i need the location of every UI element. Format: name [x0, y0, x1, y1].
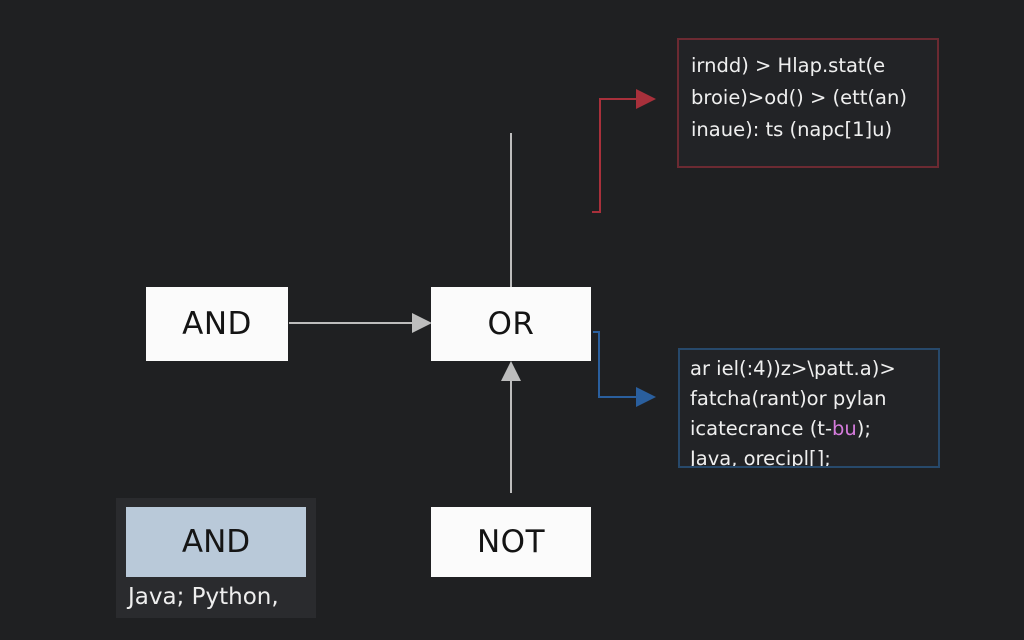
code-highlight: bu [831, 417, 857, 440]
code-line: ar iel(:4))z>\patt.a)> [690, 357, 896, 380]
legend-chip-label: AND [181, 524, 251, 560]
and-gate-node: AND [146, 287, 288, 361]
code-text: icatecrance (t- [690, 417, 832, 440]
code-line: Java, orecipl[]; [690, 447, 831, 468]
not-gate-node: NOT [431, 507, 591, 577]
code-line: inaue): ts (napc[1]u) [691, 118, 893, 141]
code-text: ); [856, 417, 871, 440]
code-line: fatcha(rant)or pylan [690, 387, 887, 410]
code-line: broie)>od() > (ett(an) [691, 86, 907, 109]
legend-caption: Java; Python, [128, 584, 279, 610]
code-snippet-bottom: ar iel(:4))z>\patt.a)> fatcha(rant)or py… [678, 348, 940, 468]
wire-blue-to-code-bottom [593, 331, 656, 407]
or-gate-label: OR [487, 306, 535, 342]
legend-panel: AND Java; Python, [116, 498, 316, 618]
legend-and-chip: AND [126, 507, 306, 577]
or-gate-node: OR [431, 287, 591, 361]
code-line: irndd) > Hlap.stat(e [691, 54, 886, 77]
not-gate-label: NOT [476, 524, 546, 560]
and-gate-label: AND [182, 306, 252, 342]
code-snippet-top: irndd) > Hlap.stat(e broie)>od() > (ett(… [677, 38, 939, 168]
code-line: icatecrance (t-bu); [690, 414, 938, 444]
wire-red-to-code-top [592, 89, 656, 213]
